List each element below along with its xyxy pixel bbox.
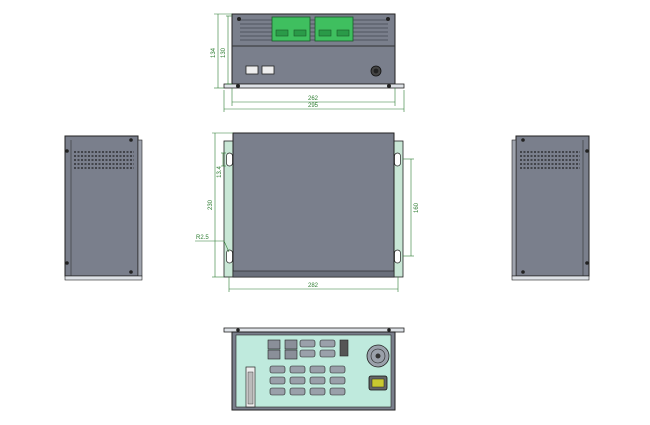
dim-total-depth: 230 [208,199,214,210]
serial-port-icon [269,339,346,396]
right-side-body [515,135,590,277]
front-width-dimensions [223,88,405,112]
top-width-dimension [228,277,399,292]
right-side-view [511,135,590,281]
usb-port [261,65,275,75]
dim-inner-height: 130 [221,47,227,58]
front-body [231,13,396,85]
screw-icon [386,17,390,21]
dim-outer-width: 295 [308,103,319,109]
front-view: 134 130 262 295 [211,13,405,112]
screw-icon [129,270,133,274]
green-terminal-block-left [271,16,311,42]
rear-mount-bar [223,327,405,333]
top-right-dimensions [403,158,414,257]
dim-width: 282 [308,283,319,289]
screw-icon [521,138,525,142]
rear-view [223,327,405,411]
fan-icon [366,344,390,368]
dim-inner-width: 262 [308,96,319,102]
screw-icon [129,138,133,142]
screw-icon [585,261,589,265]
front-height-dimensions [214,13,232,89]
front-mount-bar [223,83,405,89]
dim-outer-height: 134 [211,47,217,58]
top-left-dimensions [195,132,233,278]
screw-icon [65,149,69,153]
green-terminal-block-right [314,16,354,42]
dim-hole-spacing: 160 [414,202,420,213]
screw-icon [585,149,589,153]
power-inlet-icon [368,375,388,391]
left-side-view [64,135,143,281]
lan-port-icon [267,339,298,360]
screw-icon [237,17,241,21]
top-body [232,132,395,278]
dim-slot-spacing: 13.4 [217,166,223,178]
cooling-fins [232,19,395,47]
usb-port [245,65,259,75]
dim-mount-hole: R2.5 [196,235,209,241]
top-view: 13.4 230 R2.5 160 282 [195,132,420,292]
left-side-body [64,135,139,277]
vent-slots [74,151,134,169]
screw-icon [65,261,69,265]
screw-icon [521,270,525,274]
vent-slots [520,151,580,169]
mount-slots [226,152,401,264]
